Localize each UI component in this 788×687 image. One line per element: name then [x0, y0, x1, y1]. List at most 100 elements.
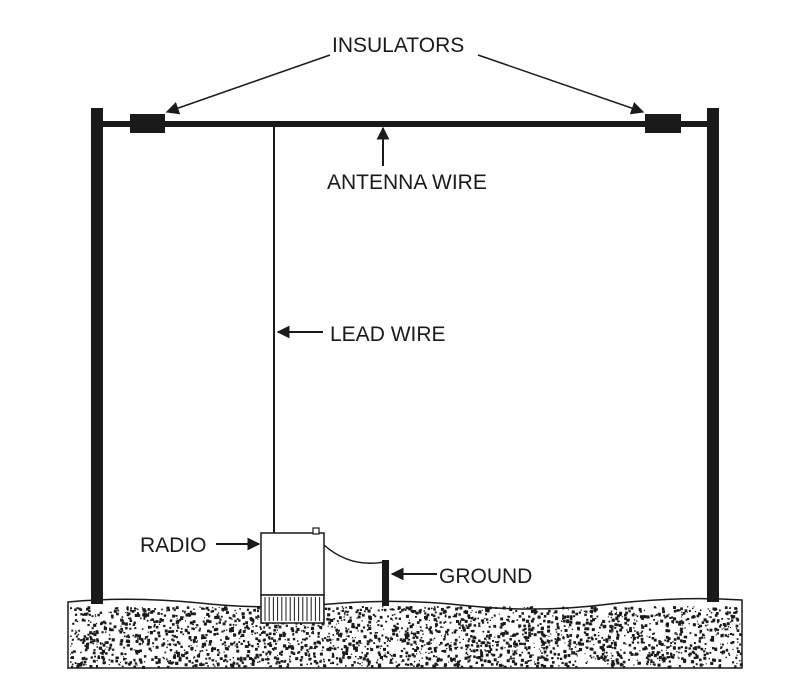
- ground-speck: [721, 651, 724, 654]
- ground-speck: [525, 640, 527, 642]
- ground-speck: [362, 626, 366, 629]
- ground-speck: [183, 649, 186, 652]
- ground-speck: [342, 639, 346, 642]
- ground-speck: [507, 651, 510, 654]
- ground-speck: [498, 640, 500, 642]
- radio-unit: [260, 527, 325, 624]
- ground-speck: [87, 623, 90, 627]
- ground-speck: [137, 614, 141, 617]
- ground-speck: [121, 621, 125, 625]
- ground-speck: [435, 655, 438, 658]
- ground-speck: [698, 637, 702, 640]
- ground-speck: [211, 659, 214, 662]
- ground-speck: [378, 640, 381, 643]
- ground-speck: [181, 618, 184, 620]
- ground-speck: [359, 656, 360, 657]
- ground-speck: [540, 663, 544, 667]
- ground-speck: [346, 635, 348, 637]
- ground-speck: [232, 661, 236, 665]
- ground-speck: [549, 651, 553, 654]
- ground-speck: [468, 644, 470, 646]
- ground-speck: [636, 636, 638, 638]
- ground-speck: [464, 619, 468, 623]
- ground-speck: [533, 610, 537, 613]
- ground-speck: [526, 648, 528, 651]
- ground-speck: [542, 656, 545, 659]
- ground-speck: [347, 635, 350, 638]
- radio-grille: [264, 597, 325, 621]
- ground-speck: [111, 653, 114, 656]
- ground-speck: [719, 624, 722, 626]
- ground-speck: [211, 647, 214, 651]
- ground-speck: [242, 615, 245, 619]
- ground-speck: [443, 622, 445, 624]
- ground-speck: [371, 665, 374, 667]
- ground-speck: [148, 647, 152, 651]
- ground-speck: [128, 617, 130, 620]
- ground-speck: [313, 641, 317, 645]
- ground-speck: [702, 633, 705, 636]
- ground-speck: [563, 619, 566, 623]
- ground-speck: [566, 635, 570, 638]
- ground-speck: [404, 648, 406, 650]
- ground-speck: [540, 650, 542, 652]
- ground-speck: [288, 645, 292, 649]
- ground-speck: [331, 652, 334, 655]
- ground-speck: [610, 627, 614, 631]
- ground-speck: [618, 623, 622, 627]
- ground-speck: [257, 661, 259, 663]
- ground-speck: [638, 607, 641, 611]
- ground-speck: [627, 624, 629, 626]
- ground-speck: [629, 629, 632, 633]
- ground-speck: [85, 657, 88, 661]
- ground-speck: [139, 617, 142, 620]
- ground-speck: [229, 627, 232, 630]
- ground-speck: [562, 636, 565, 638]
- ground-speck: [312, 630, 314, 633]
- ground-speck: [282, 631, 286, 635]
- ground-speck: [478, 639, 481, 642]
- ground-speck: [129, 627, 132, 630]
- ground-speck: [547, 641, 551, 644]
- ground-speck: [116, 612, 119, 616]
- ground-speck: [501, 664, 504, 667]
- ground-speck: [172, 643, 175, 646]
- ground-speck: [431, 607, 433, 610]
- ground-speck: [127, 644, 129, 646]
- ground-speck: [80, 613, 83, 616]
- ground-speck: [239, 629, 242, 631]
- radio-knob: [312, 527, 320, 535]
- ground-speck: [218, 651, 221, 654]
- ground-speck: [276, 657, 280, 661]
- ground-speck: [540, 627, 544, 631]
- ground-speck: [401, 627, 403, 630]
- ground-speck: [615, 616, 617, 619]
- ground-speck: [226, 611, 229, 614]
- ground-speck: [401, 661, 403, 663]
- ground-speck: [319, 660, 322, 663]
- ground-speck: [179, 643, 181, 645]
- ground-speck: [563, 649, 567, 653]
- ground-speck: [108, 637, 111, 640]
- ground-speck: [288, 642, 290, 644]
- ground-speck: [477, 656, 481, 660]
- ground-speck: [562, 606, 565, 610]
- ground-speck: [585, 610, 588, 613]
- ground-speck: [248, 657, 252, 660]
- ground-speck: [555, 616, 558, 618]
- ground-speck: [116, 607, 119, 610]
- ground-speck: [154, 608, 157, 610]
- ground-speck: [485, 609, 488, 612]
- ground-speck: [121, 665, 123, 667]
- ground-speck: [606, 659, 609, 662]
- ground-speck: [389, 661, 392, 664]
- ground-speck: [472, 649, 476, 653]
- ground-speck: [455, 607, 458, 611]
- ground-speck: [336, 607, 339, 610]
- ground-speck: [190, 610, 193, 613]
- ground-speck: [99, 652, 102, 654]
- ground-speck: [550, 664, 554, 668]
- ground-speck: [469, 665, 473, 669]
- ground-speck: [414, 610, 417, 613]
